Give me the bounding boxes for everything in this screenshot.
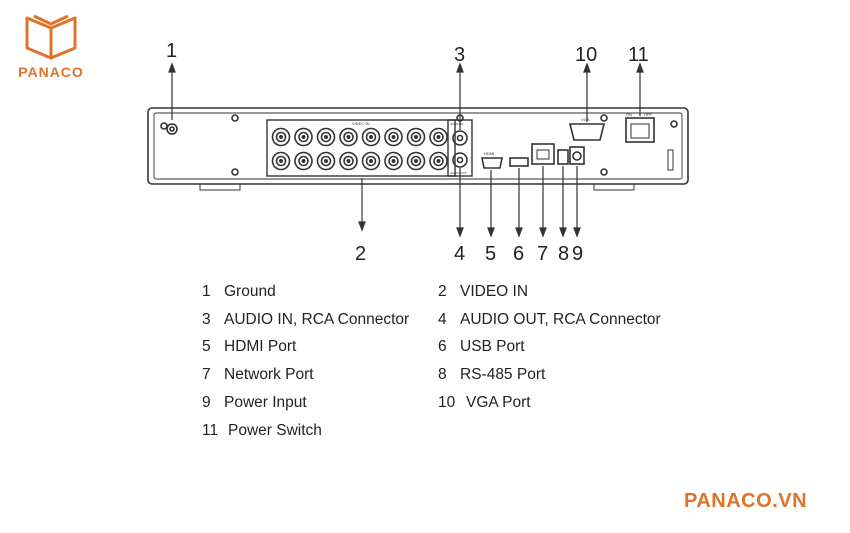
vga-port-shape (568, 123, 606, 141)
bnc-video-connector (271, 127, 291, 147)
site-url-text: PANACO.VN (684, 490, 808, 512)
callout-1: 1 (166, 40, 178, 62)
chassis-inner (153, 112, 683, 180)
video-in-panel-label: VIDEO IN (352, 121, 370, 126)
chassis-outline (147, 107, 689, 185)
bnc-video-connector (316, 127, 336, 147)
foot-right (593, 183, 635, 191)
bnc-video-connector (361, 127, 381, 147)
audio-out-panel-label: AUDIO OUT (450, 171, 467, 175)
side-vent (667, 149, 674, 171)
foot-left (199, 183, 241, 191)
callout-10: 10 (575, 44, 598, 66)
on-panel-label: ON (626, 112, 632, 117)
bnc-video-connector (406, 151, 426, 171)
screw (160, 122, 168, 130)
bnc-video-connector (384, 151, 403, 171)
bnc-video-connector (271, 151, 291, 171)
screw (670, 120, 678, 128)
bnc-video-connector (339, 151, 358, 171)
video-in-block (266, 119, 456, 177)
callout-6: 6 (513, 243, 525, 265)
bnc-video-connector (316, 151, 336, 171)
audio-in-panel-label: AUDIO IN (450, 122, 463, 126)
usb-port-shape (509, 157, 529, 167)
rs485-port-shape (557, 149, 569, 165)
screw (600, 168, 608, 176)
vga-panel-label: VGA (581, 117, 590, 122)
callout-2: 2 (355, 243, 367, 265)
audio-out-jack (452, 152, 468, 168)
bnc-video-connector (429, 127, 448, 147)
logo-text: PANACO (18, 64, 84, 80)
callout-9: 9 (572, 243, 584, 265)
hdmi-panel-label: HDMI (484, 151, 494, 156)
screw (231, 114, 239, 122)
power-input-shape (569, 146, 585, 165)
panaco-book-logo-icon (25, 14, 77, 60)
audio-in-jack (452, 130, 468, 146)
callout-11: 11 (628, 44, 649, 66)
callout-8: 8 (558, 243, 570, 265)
bnc-video-connector (294, 127, 313, 147)
power-switch-shape (625, 117, 655, 143)
callout-5: 5 (485, 243, 497, 265)
off-panel-label: OFF (644, 112, 653, 117)
screw (231, 168, 239, 176)
bnc-video-connector (339, 127, 358, 147)
network-port-shape (531, 143, 555, 165)
callout-3: 3 (454, 44, 466, 66)
callout-7: 7 (537, 243, 549, 265)
callout-4: 4 (454, 243, 466, 265)
ground-terminal (166, 123, 178, 135)
hdmi-port-shape (481, 157, 503, 169)
bnc-video-connector (294, 151, 313, 171)
screw (600, 114, 608, 122)
bnc-video-connector (429, 151, 448, 171)
bnc-video-connector (361, 151, 381, 171)
bnc-video-connector (384, 127, 403, 147)
bnc-video-connector (406, 127, 426, 147)
